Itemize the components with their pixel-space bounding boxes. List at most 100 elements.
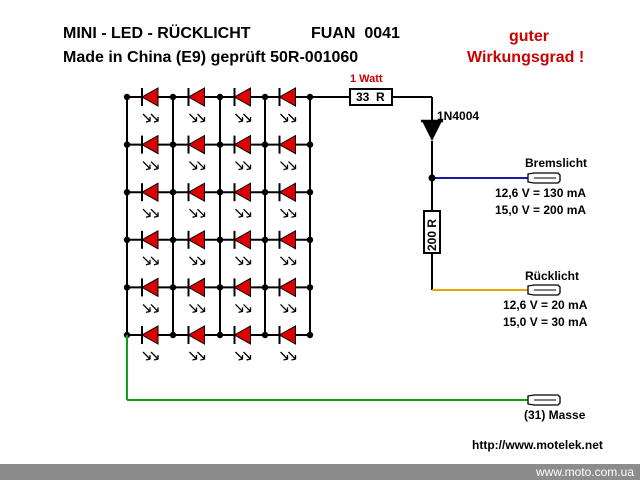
light-arrow-head (291, 212, 297, 218)
node-dot (261, 141, 269, 148)
bremslicht-label: Bremslicht (525, 156, 588, 170)
light-arrow (243, 303, 251, 312)
light-arrow-head (145, 212, 151, 218)
light-arrow-head (238, 117, 244, 123)
resistor-top-value: 33 R (356, 90, 385, 104)
light-arrow (197, 351, 205, 360)
light-arrow-head (283, 212, 289, 218)
resistor-33r (349, 88, 393, 106)
light-arrow-head (153, 212, 159, 218)
node-dot (261, 284, 269, 291)
light-arrow (243, 351, 251, 360)
node-dot (169, 189, 177, 196)
light-arrow (243, 161, 251, 170)
light-arrow (189, 161, 197, 170)
light-arrow-head (192, 259, 198, 266)
light-arrow-head (192, 307, 198, 314)
led (140, 182, 159, 203)
node-dot (123, 236, 131, 243)
led (278, 229, 296, 250)
light-arrow-head (145, 117, 151, 123)
light-arrow (288, 113, 296, 122)
node-dot (261, 236, 269, 243)
bremslicht-line2: 15,0 V = 200 mA (495, 203, 587, 217)
light-arrow (150, 208, 159, 217)
node-dot (306, 284, 314, 291)
light-arrow (150, 161, 159, 170)
led (140, 325, 159, 345)
node-dot (169, 284, 177, 291)
light-arrow (189, 303, 197, 312)
light-arrow (243, 256, 251, 265)
light-arrow-head (291, 259, 297, 266)
junction-dot (428, 174, 436, 182)
light-arrow-head (145, 355, 151, 361)
node-dot (123, 284, 131, 291)
led (140, 87, 159, 107)
light-arrow-head (246, 307, 252, 314)
led (233, 87, 251, 107)
title-line1: MINI - LED - RÜCKLICHT (63, 25, 251, 42)
light-arrow-head (291, 307, 297, 314)
credit-text: www.moto.com.ua (535, 465, 634, 479)
light-arrow-head (283, 164, 289, 171)
node-dot (306, 331, 314, 339)
light-arrow-head (283, 117, 289, 123)
light-arrow (235, 256, 243, 265)
node-dot (169, 331, 177, 339)
light-arrow-head (200, 355, 206, 361)
light-arrow (280, 113, 288, 122)
node-dot (123, 141, 131, 148)
light-arrow (142, 208, 151, 217)
node-dot (216, 189, 224, 196)
light-arrow-head (200, 212, 206, 218)
resistor-top-power: 1 Watt (350, 73, 383, 85)
light-arrow (189, 351, 197, 360)
node-dot (216, 141, 224, 148)
node-dot (123, 189, 131, 196)
light-arrow-head (145, 164, 151, 171)
light-arrow-head (145, 259, 151, 266)
light-arrow (288, 351, 296, 360)
light-arrow (142, 256, 151, 265)
led (233, 277, 251, 298)
light-arrow-head (200, 164, 206, 171)
node-dot (216, 284, 224, 291)
connector-ruecklicht (527, 284, 561, 296)
light-arrow (280, 256, 288, 265)
node-dot (261, 93, 269, 101)
light-arrow-head (291, 164, 297, 171)
led (233, 134, 251, 155)
ruecklicht-line2: 15,0 V = 30 mA (503, 315, 588, 329)
light-arrow-head (153, 117, 159, 123)
light-arrow-head (238, 355, 244, 361)
light-arrow (280, 208, 288, 217)
node-dot (216, 93, 224, 101)
led (187, 182, 205, 203)
node-dot (306, 236, 314, 243)
ruecklicht-line1: 12,6 V = 20 mA (503, 298, 588, 312)
light-arrow (288, 303, 296, 312)
node-dot (169, 236, 177, 243)
light-arrow (235, 351, 243, 360)
node-dot (261, 189, 269, 196)
light-arrow-head (246, 259, 252, 266)
led (187, 229, 205, 250)
light-arrow-head (283, 259, 289, 266)
light-arrow-head (291, 117, 297, 123)
node-dot (169, 141, 177, 148)
light-arrow (142, 351, 151, 360)
node-dot (306, 141, 314, 148)
led (233, 325, 251, 345)
led (187, 325, 205, 345)
resistor-200r (423, 210, 441, 254)
led (278, 325, 296, 345)
light-arrow (150, 113, 159, 122)
light-arrow (150, 256, 159, 265)
led (187, 277, 205, 298)
light-arrow-head (153, 164, 159, 171)
light-arrow-head (283, 355, 289, 361)
node-dot (169, 93, 177, 101)
light-arrow (235, 161, 243, 170)
